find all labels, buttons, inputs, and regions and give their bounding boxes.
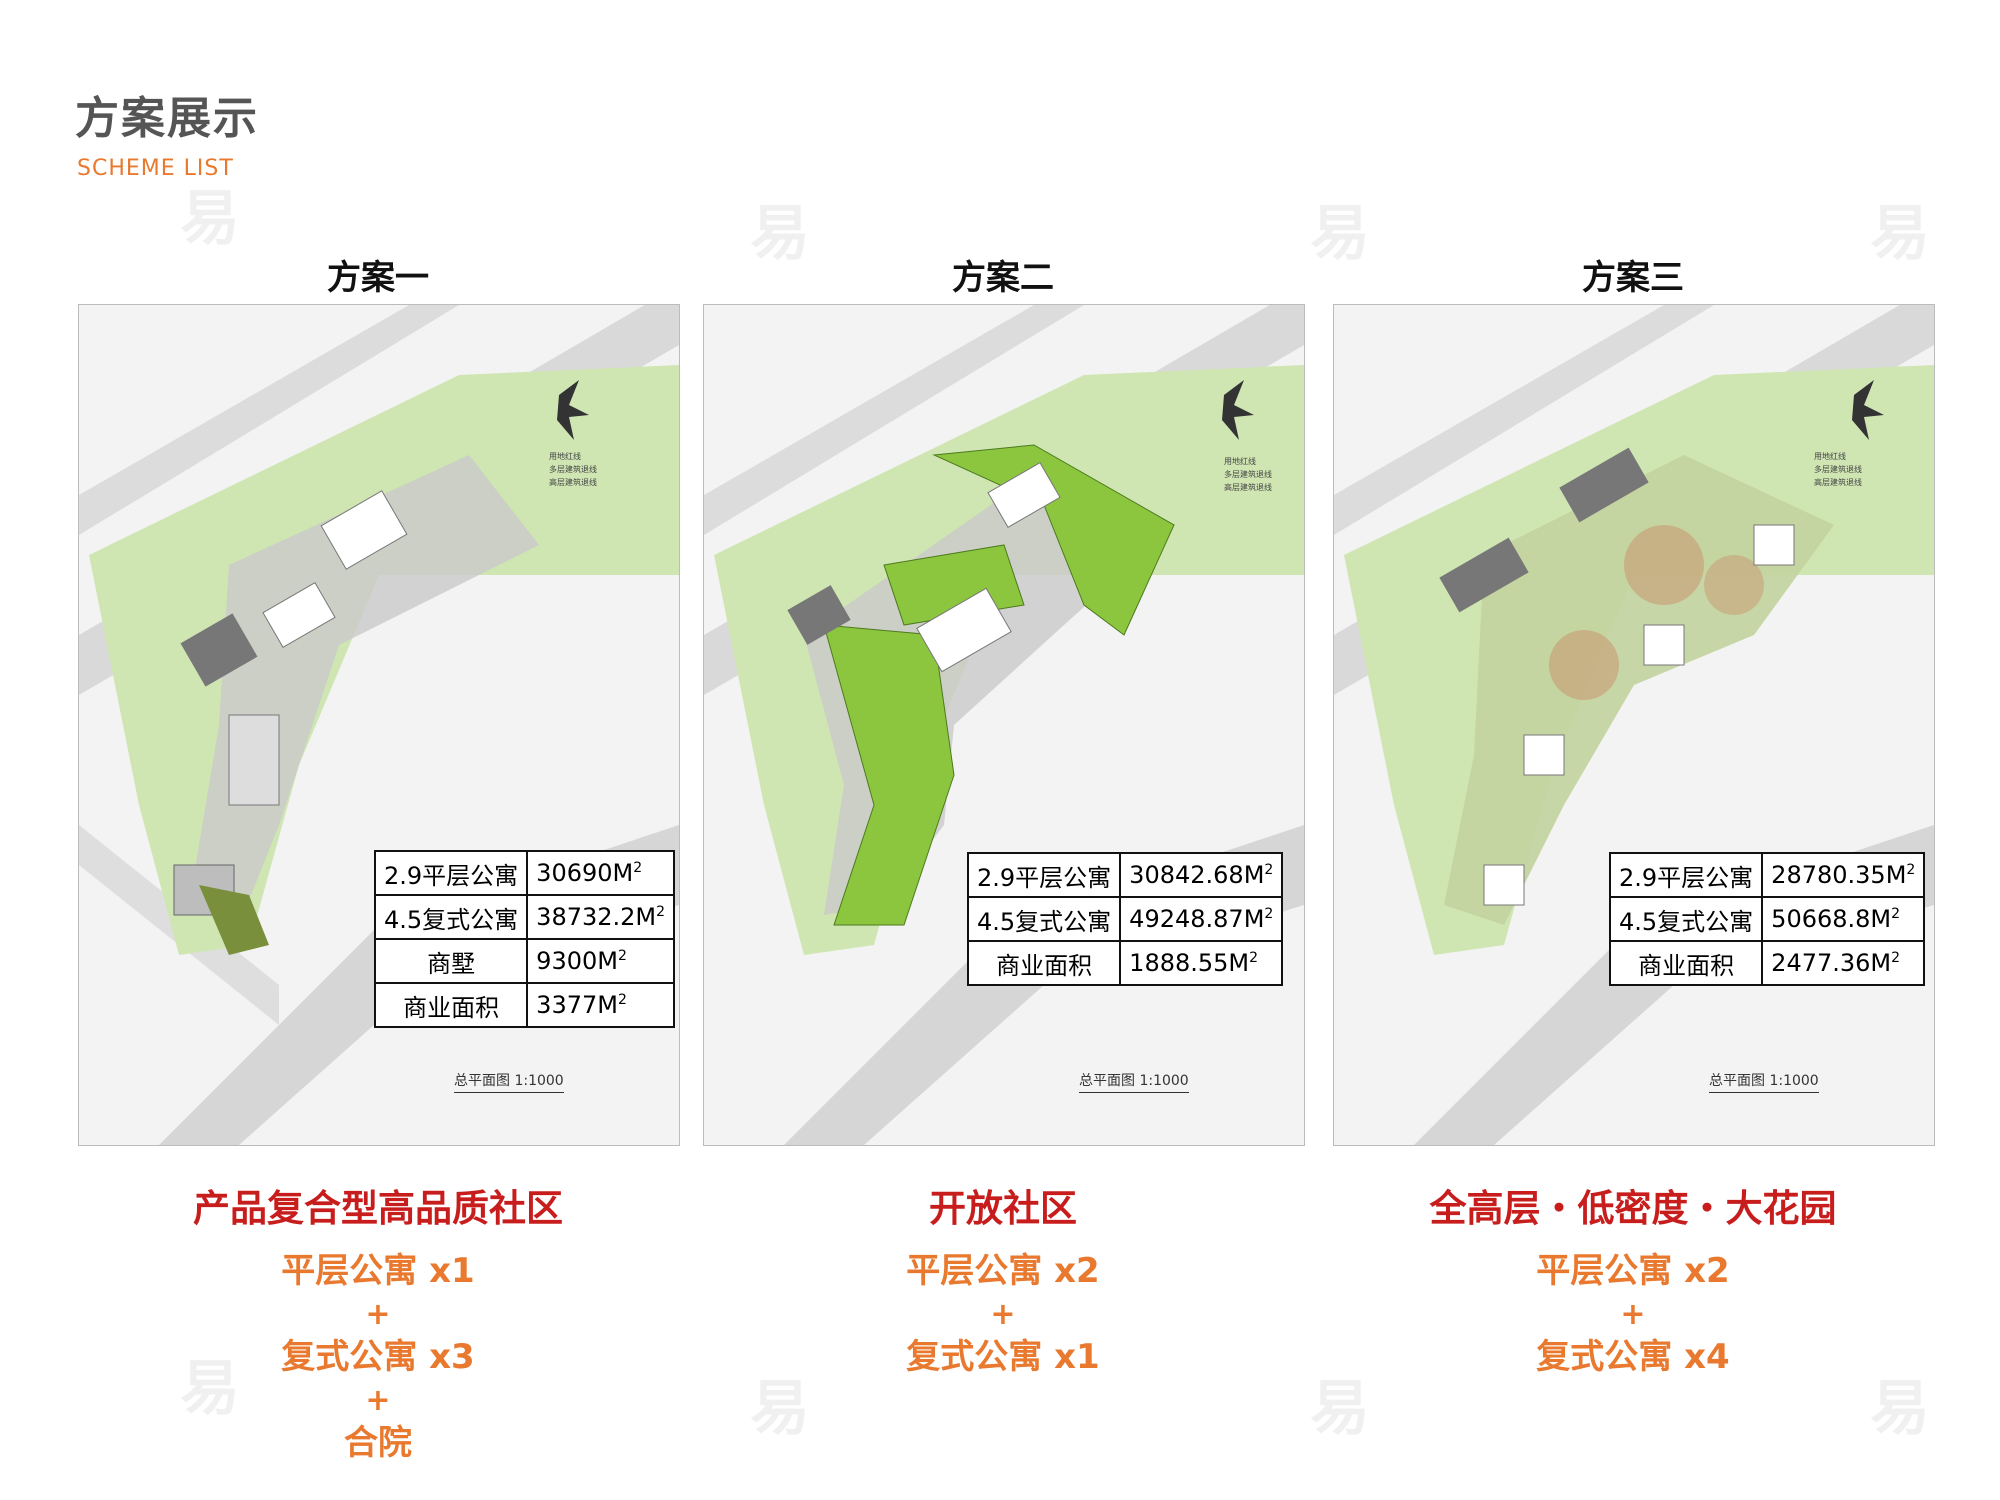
stats-row: 2.9平层公寓 28780.35M2 — [1608, 852, 1926, 898]
mix-line: 合院 — [344, 1423, 412, 1463]
stats-row: 商墅 9300M2 — [373, 938, 676, 984]
legend-item: 用地红线 — [549, 452, 581, 461]
stats-row: 2.9平层公寓 30842.68M2 — [966, 852, 1284, 898]
stats-label: 商业面积 — [966, 940, 1122, 986]
watermark: 易 — [1310, 1374, 1370, 1444]
watermark: 易 — [750, 1374, 810, 1444]
scheme-slogan: 全高层・低密度・大花园 — [1429, 1187, 1837, 1230]
watermark: 易 — [1870, 1374, 1930, 1444]
legend-item: 多层建筑退线 — [1224, 470, 1272, 479]
scheme-slogan: 开放社区 — [929, 1187, 1077, 1230]
legend-item: 多层建筑退线 — [1814, 465, 1862, 474]
stats-row: 2.9平层公寓 30690M2 — [373, 850, 676, 896]
stats-value: 30690M2 — [526, 850, 676, 896]
page-title: 方案展示 — [75, 93, 259, 144]
legend-item: 用地红线 — [1224, 457, 1256, 466]
stats-row: 商业面积 2477.36M2 — [1608, 940, 1926, 986]
site-plan-image: 用地红线 多层建筑退线 高层建筑退线 2.9平层公寓 30842.68M2 4.… — [703, 304, 1305, 1146]
stats-value: 1888.55M2 — [1119, 940, 1284, 986]
mix-plus: + — [365, 1297, 391, 1332]
stats-label: 商业面积 — [373, 982, 529, 1028]
stats-value: 2477.36M2 — [1761, 940, 1926, 986]
area-stats-table: 2.9平层公寓 28780.35M2 4.5复式公寓 50668.8M2 商业面… — [1608, 852, 1926, 986]
mix-line: 复式公寓 x4 — [1536, 1337, 1730, 1377]
legend-item: 多层建筑退线 — [549, 465, 597, 474]
stats-label: 4.5复式公寓 — [1608, 896, 1764, 942]
legend-item: 高层建筑退线 — [549, 478, 597, 487]
mix-line: 复式公寓 x3 — [281, 1337, 475, 1377]
watermark: 易 — [750, 199, 810, 269]
site-plan-image: 用地红线 多层建筑退线 高层建筑退线 2.9平层公寓 30690M2 4.5复式… — [78, 304, 680, 1146]
area-stats-table: 2.9平层公寓 30842.68M2 4.5复式公寓 49248.87M2 商业… — [966, 852, 1284, 986]
stats-row: 4.5复式公寓 38732.2M2 — [373, 894, 676, 940]
scheme-slogan: 产品复合型高品质社区 — [193, 1187, 563, 1230]
mix-plus: + — [365, 1383, 391, 1418]
watermark: 易 — [180, 1354, 240, 1424]
scheme-1: 方案一 用地红线 多层建筑退线 高层建筑退线 2.9平层公寓 30 — [78, 250, 680, 1465]
scale-label: 总平面图 1:1000 — [1079, 1070, 1189, 1093]
scheme-name: 方案一 — [327, 258, 429, 298]
plan-legend: 用地红线 多层建筑退线 高层建筑退线 — [549, 450, 597, 489]
site-plan-drawing — [79, 305, 679, 1145]
stats-label: 4.5复式公寓 — [373, 894, 529, 940]
stats-value: 3377M2 — [526, 982, 676, 1028]
scale-label: 总平面图 1:1000 — [1709, 1070, 1819, 1093]
watermark: 易 — [180, 184, 240, 254]
stats-row: 商业面积 3377M2 — [373, 982, 676, 1028]
legend-item: 高层建筑退线 — [1224, 483, 1272, 492]
site-plan-drawing — [704, 305, 1304, 1145]
mix-plus: + — [1620, 1297, 1646, 1332]
stats-value: 50668.8M2 — [1761, 896, 1926, 942]
site-plan-drawing — [1334, 305, 1934, 1145]
area-stats-table: 2.9平层公寓 30690M2 4.5复式公寓 38732.2M2 商墅 930… — [373, 850, 676, 1028]
mix-line: 复式公寓 x1 — [906, 1337, 1100, 1377]
legend-item: 用地红线 — [1814, 452, 1846, 461]
product-mix: 平层公寓 x2 + 复式公寓 x4 — [1333, 1250, 1933, 1379]
page-subtitle: SCHEME LIST — [77, 156, 234, 181]
plan-legend: 用地红线 多层建筑退线 高层建筑退线 — [1814, 450, 1862, 489]
stats-label: 2.9平层公寓 — [1608, 852, 1764, 898]
stats-label: 4.5复式公寓 — [966, 896, 1122, 942]
mix-line: 平层公寓 x2 — [1536, 1251, 1730, 1291]
scheme-3: 方案三 用地红线 多层建筑退线 高层建筑退线 2.9平 — [1333, 250, 1935, 1379]
scheme-name: 方案二 — [952, 258, 1054, 298]
stats-value: 38732.2M2 — [526, 894, 676, 940]
watermark: 易 — [1310, 199, 1370, 269]
stats-label: 商墅 — [373, 938, 529, 984]
stats-label: 2.9平层公寓 — [373, 850, 529, 896]
scheme-name: 方案三 — [1582, 258, 1684, 298]
scheme-2: 方案二 用地红线 多层建筑退线 高层建筑退线 2.9平层公寓 30842.68M — [703, 250, 1305, 1379]
stats-value: 28780.35M2 — [1761, 852, 1926, 898]
stats-row: 4.5复式公寓 50668.8M2 — [1608, 896, 1926, 942]
legend-item: 高层建筑退线 — [1814, 478, 1862, 487]
stats-label: 2.9平层公寓 — [966, 852, 1122, 898]
stats-row: 商业面积 1888.55M2 — [966, 940, 1284, 986]
stats-value: 49248.87M2 — [1119, 896, 1284, 942]
scale-label: 总平面图 1:1000 — [454, 1070, 564, 1093]
stats-value: 30842.68M2 — [1119, 852, 1284, 898]
site-plan-image: 用地红线 多层建筑退线 高层建筑退线 2.9平层公寓 28780.35M2 4.… — [1333, 304, 1935, 1146]
watermark: 易 — [1870, 199, 1930, 269]
stats-row: 4.5复式公寓 49248.87M2 — [966, 896, 1284, 942]
mix-line: 平层公寓 x1 — [281, 1251, 475, 1291]
stats-value: 9300M2 — [526, 938, 676, 984]
mix-line: 平层公寓 x2 — [906, 1251, 1100, 1291]
mix-plus: + — [990, 1297, 1016, 1332]
stats-label: 商业面积 — [1608, 940, 1764, 986]
product-mix: 平层公寓 x2 + 复式公寓 x1 — [703, 1250, 1303, 1379]
plan-legend: 用地红线 多层建筑退线 高层建筑退线 — [1224, 455, 1272, 494]
product-mix: 平层公寓 x1 + 复式公寓 x3 + 合院 — [78, 1250, 678, 1465]
